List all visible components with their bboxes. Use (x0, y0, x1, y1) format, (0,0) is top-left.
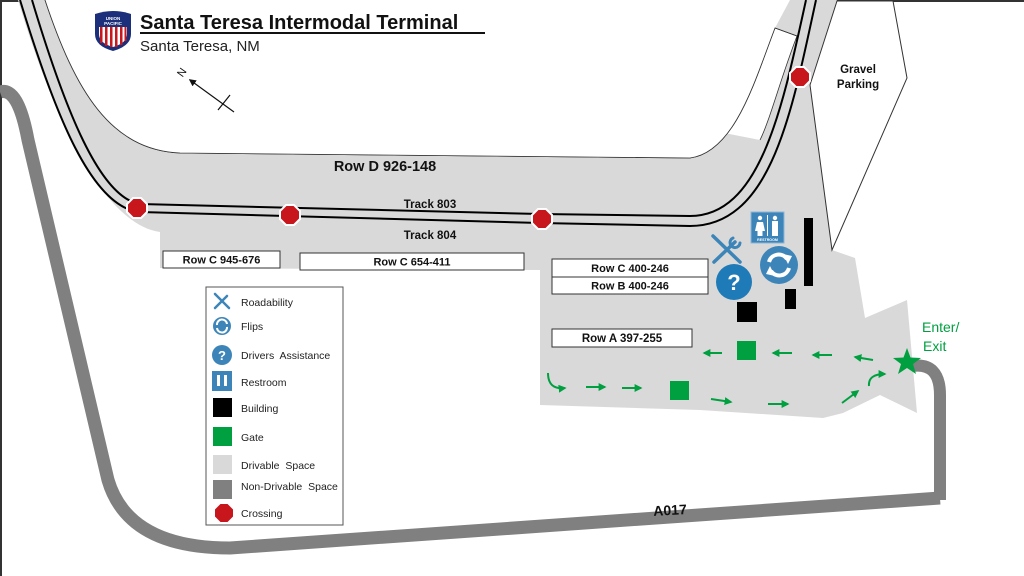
row-b-400-246-box: Row B 400-246 (551, 276, 709, 295)
svg-text:Row C 400-246: Row C 400-246 (591, 263, 669, 275)
legend-drivable-swatch (213, 455, 232, 474)
page-subtitle: Santa Teresa, NM (140, 38, 260, 55)
enter-exit-label-2: Exit (923, 338, 946, 354)
enter-exit-star-icon (893, 348, 921, 374)
roadability-icon (711, 234, 742, 264)
drivers-assistance-icon: ? (716, 264, 752, 300)
legend: ? Roadability Flips Drivers Assistance R… (205, 286, 344, 526)
track-804-label: Track 804 (404, 230, 457, 242)
inner-block-outline (44, 0, 798, 159)
legend-label: Gate (241, 432, 264, 444)
gravel-parking-label-2: Parking (837, 79, 879, 91)
crossing-icon (126, 197, 148, 219)
svg-text:Row B 400-246: Row B 400-246 (591, 281, 669, 293)
legend-label: Crossing (241, 508, 283, 520)
road-a017-label: A017 (653, 501, 687, 519)
svg-text:?: ? (218, 348, 226, 363)
gravel-parking-area (809, 0, 908, 252)
svg-text:Row C 654-411: Row C 654-411 (373, 257, 450, 269)
svg-text:Row A 397-255: Row A 397-255 (582, 333, 663, 345)
legend-label: Non-Drivable Space (241, 481, 338, 493)
non-drivable-road-entrance (911, 359, 946, 500)
union-pacific-logo: UNION PACIFIC (95, 11, 131, 51)
track-803-line (31, 0, 807, 218)
svg-text:UNION: UNION (106, 16, 121, 21)
gate (670, 381, 689, 400)
legend-label: Drivers Assistance (241, 350, 330, 362)
legend-restroom-icon (212, 371, 232, 391)
inner-block-fill (45, 0, 790, 158)
gate (737, 341, 756, 360)
crossing-icon (279, 204, 301, 226)
svg-text:PACIFIC: PACIFIC (104, 21, 122, 26)
non-drivable-road-perimeter (0, 84, 941, 555)
legend-non-drivable-swatch (213, 480, 232, 499)
svg-text:RESTROOM: RESTROOM (757, 238, 778, 242)
legend-building-swatch (213, 398, 232, 417)
enter-exit-label: Enter/ (922, 319, 959, 335)
row-c-945-676-box: Row C 945-676 (162, 250, 281, 269)
legend-crossing-icon (213, 502, 235, 524)
legend-label: Roadability (241, 297, 294, 309)
legend-label: Drivable Space (241, 460, 315, 472)
legend-question-icon: ? (212, 345, 232, 365)
svg-text:Row C 945-676: Row C 945-676 (183, 255, 261, 267)
row-c-400-246-box: Row C 400-246 (551, 258, 709, 278)
crossing-icon (789, 66, 811, 88)
page-title: Santa Teresa Intermodal Terminal (140, 12, 458, 34)
legend-roadability-icon (213, 292, 231, 310)
row-a-397-255-box: Row A 397-255 (551, 328, 693, 348)
restroom-icon: RESTROOM (750, 211, 785, 244)
building (737, 302, 757, 322)
row-d-label: Row D 926-148 (334, 159, 436, 175)
legend-label: Restroom (241, 377, 287, 389)
crossing-icon (531, 208, 553, 230)
legend-gate-swatch (213, 427, 232, 446)
gravel-parking-label: Gravel (840, 64, 876, 76)
row-c-654-411-box: Row C 654-411 (299, 252, 525, 271)
building (804, 218, 813, 286)
flips-icon (760, 246, 798, 284)
svg-text:?: ? (727, 270, 740, 295)
legend-flips-icon (213, 317, 231, 335)
legend-label: Building (241, 403, 279, 415)
building (785, 289, 796, 309)
legend-label: Flips (241, 321, 263, 333)
track-804-line (19, 0, 817, 228)
traffic-flow-arrows (547, 349, 887, 408)
track-803-label: Track 803 (404, 199, 456, 211)
